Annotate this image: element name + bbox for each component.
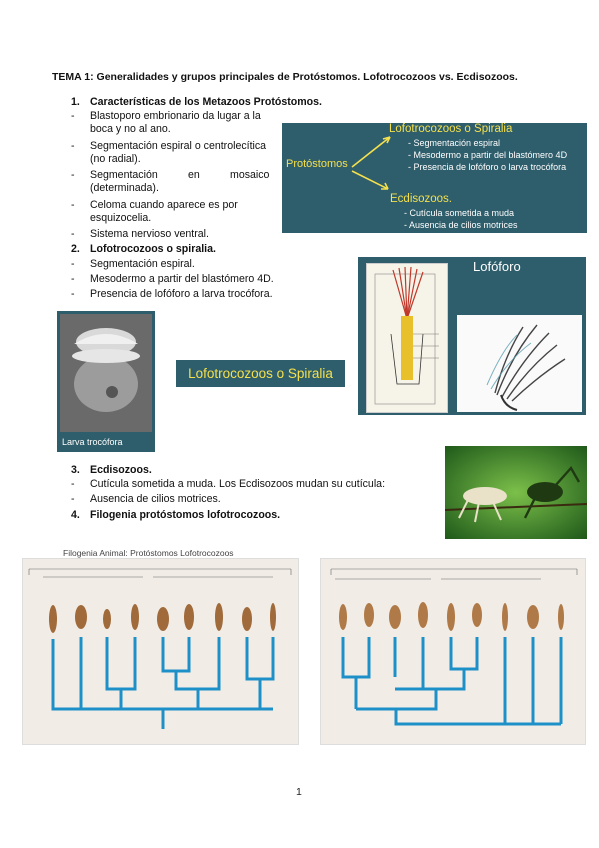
s3-item-2: Ausencia de cilios motrices. bbox=[90, 493, 221, 505]
summary-lofo-item-2: - Mesodermo a partir del blastómero 4D bbox=[408, 150, 568, 160]
lophophore-specimen-icon bbox=[486, 324, 566, 411]
trochophore-photo bbox=[60, 314, 152, 432]
s1-item-4-line2: esquizocelia. bbox=[90, 212, 152, 224]
summary-box: Lofotrocozoos o Spiralia - Segmentación … bbox=[282, 123, 587, 233]
lofotrocozoos-banner: Lofotrocozoos o Spiralia bbox=[176, 360, 345, 387]
bullet-dash: - bbox=[71, 258, 75, 270]
s2-item-3: Presencia de lofóforo a larva trocófora. bbox=[90, 288, 273, 300]
s1-item-3-word1: Segmentación bbox=[90, 169, 158, 181]
s1-item-2-line1: Segmentación espiral o centrolecítica bbox=[90, 140, 267, 152]
section-2-heading: Lofotrocozoos o spiralia. bbox=[90, 243, 216, 255]
summary-root: Protóstomos bbox=[286, 158, 348, 170]
section-1-number: 1. bbox=[71, 96, 80, 108]
s1-item-3-line2: (determinada). bbox=[90, 182, 159, 194]
s1-item-3-word3: mosaico bbox=[230, 169, 270, 181]
lophophore-drawing bbox=[366, 263, 448, 413]
bullet-dash: - bbox=[71, 493, 75, 505]
bullet-dash: - bbox=[71, 169, 75, 181]
bullet-dash: - bbox=[71, 110, 75, 122]
phylogeny-panel-left bbox=[22, 558, 299, 745]
bullet-dash: - bbox=[71, 478, 75, 490]
lophophore-diagram-icon bbox=[374, 266, 439, 405]
summary-ecdy-item-2: - Ausencia de cilios motrices bbox=[404, 220, 518, 230]
s1-item-1-line2: boca y no al ano. bbox=[90, 123, 171, 135]
section-4-number: 4. bbox=[71, 509, 80, 521]
section-3-heading: Ecdisozoos. bbox=[90, 464, 152, 476]
bullet-dash: - bbox=[71, 140, 75, 152]
trochophore-larva-icon bbox=[60, 314, 152, 432]
larva-caption: Larva trocófora bbox=[62, 437, 123, 447]
phylogeny-tree-right-icon bbox=[330, 568, 578, 726]
s1-item-5: Sistema nervioso ventral. bbox=[90, 228, 209, 240]
bullet-dash: - bbox=[71, 288, 75, 300]
bullet-dash: - bbox=[71, 228, 75, 240]
s1-item-4-line1: Celoma cuando aparece es por bbox=[90, 199, 238, 211]
bullet-dash: - bbox=[71, 199, 75, 211]
phylogeny-tree-left-icon bbox=[28, 568, 292, 729]
ecdysis-photo bbox=[445, 446, 587, 539]
s2-item-1: Segmentación espiral. bbox=[90, 258, 195, 270]
section-2-number: 2. bbox=[71, 243, 80, 255]
summary-ecdy-item-1: - Cutícula sometida a muda bbox=[404, 208, 515, 218]
molting-grasshopper-icon bbox=[445, 446, 587, 539]
s1-item-3-word2: en bbox=[188, 169, 200, 181]
s1-item-2-line2: (no radial). bbox=[90, 153, 141, 165]
branch-arrows-icon bbox=[351, 136, 391, 190]
summary-lofo-item-3: - Presencia de lofóforo o larva trocófor… bbox=[408, 162, 567, 172]
phylogeny-title: Filogenia Animal: Protóstomos Lofotrocoz… bbox=[63, 548, 234, 558]
s3-item-1: Cutícula sometida a muda. Los Ecdisozoos… bbox=[90, 478, 386, 490]
s2-item-2: Mesodermo a partir del blastómero 4D. bbox=[90, 273, 274, 285]
lophophore-photo bbox=[457, 315, 582, 412]
bullet-dash: - bbox=[71, 273, 75, 285]
summary-lofo-title: Lofotrocozoos o Spiralia bbox=[389, 123, 513, 135]
section-1-heading: Características de los Metazoos Protósto… bbox=[90, 96, 322, 108]
s1-item-1-line1: Blastoporo embrionario da lugar a la bbox=[90, 110, 261, 122]
section-4-heading: Filogenia protóstomos lofotrocozoos. bbox=[90, 509, 281, 521]
section-3-number: 3. bbox=[71, 464, 80, 476]
lophophore-title: Lofóforo bbox=[473, 259, 521, 274]
page-title: TEMA 1: Generalidades y grupos principal… bbox=[52, 71, 518, 83]
phylogeny-panel-right bbox=[320, 558, 586, 745]
summary-lofo-item-1: - Segmentación espiral bbox=[408, 138, 501, 148]
page-number: 1 bbox=[296, 786, 302, 798]
summary-ecdy-title: Ecdisozoos. bbox=[390, 193, 453, 205]
